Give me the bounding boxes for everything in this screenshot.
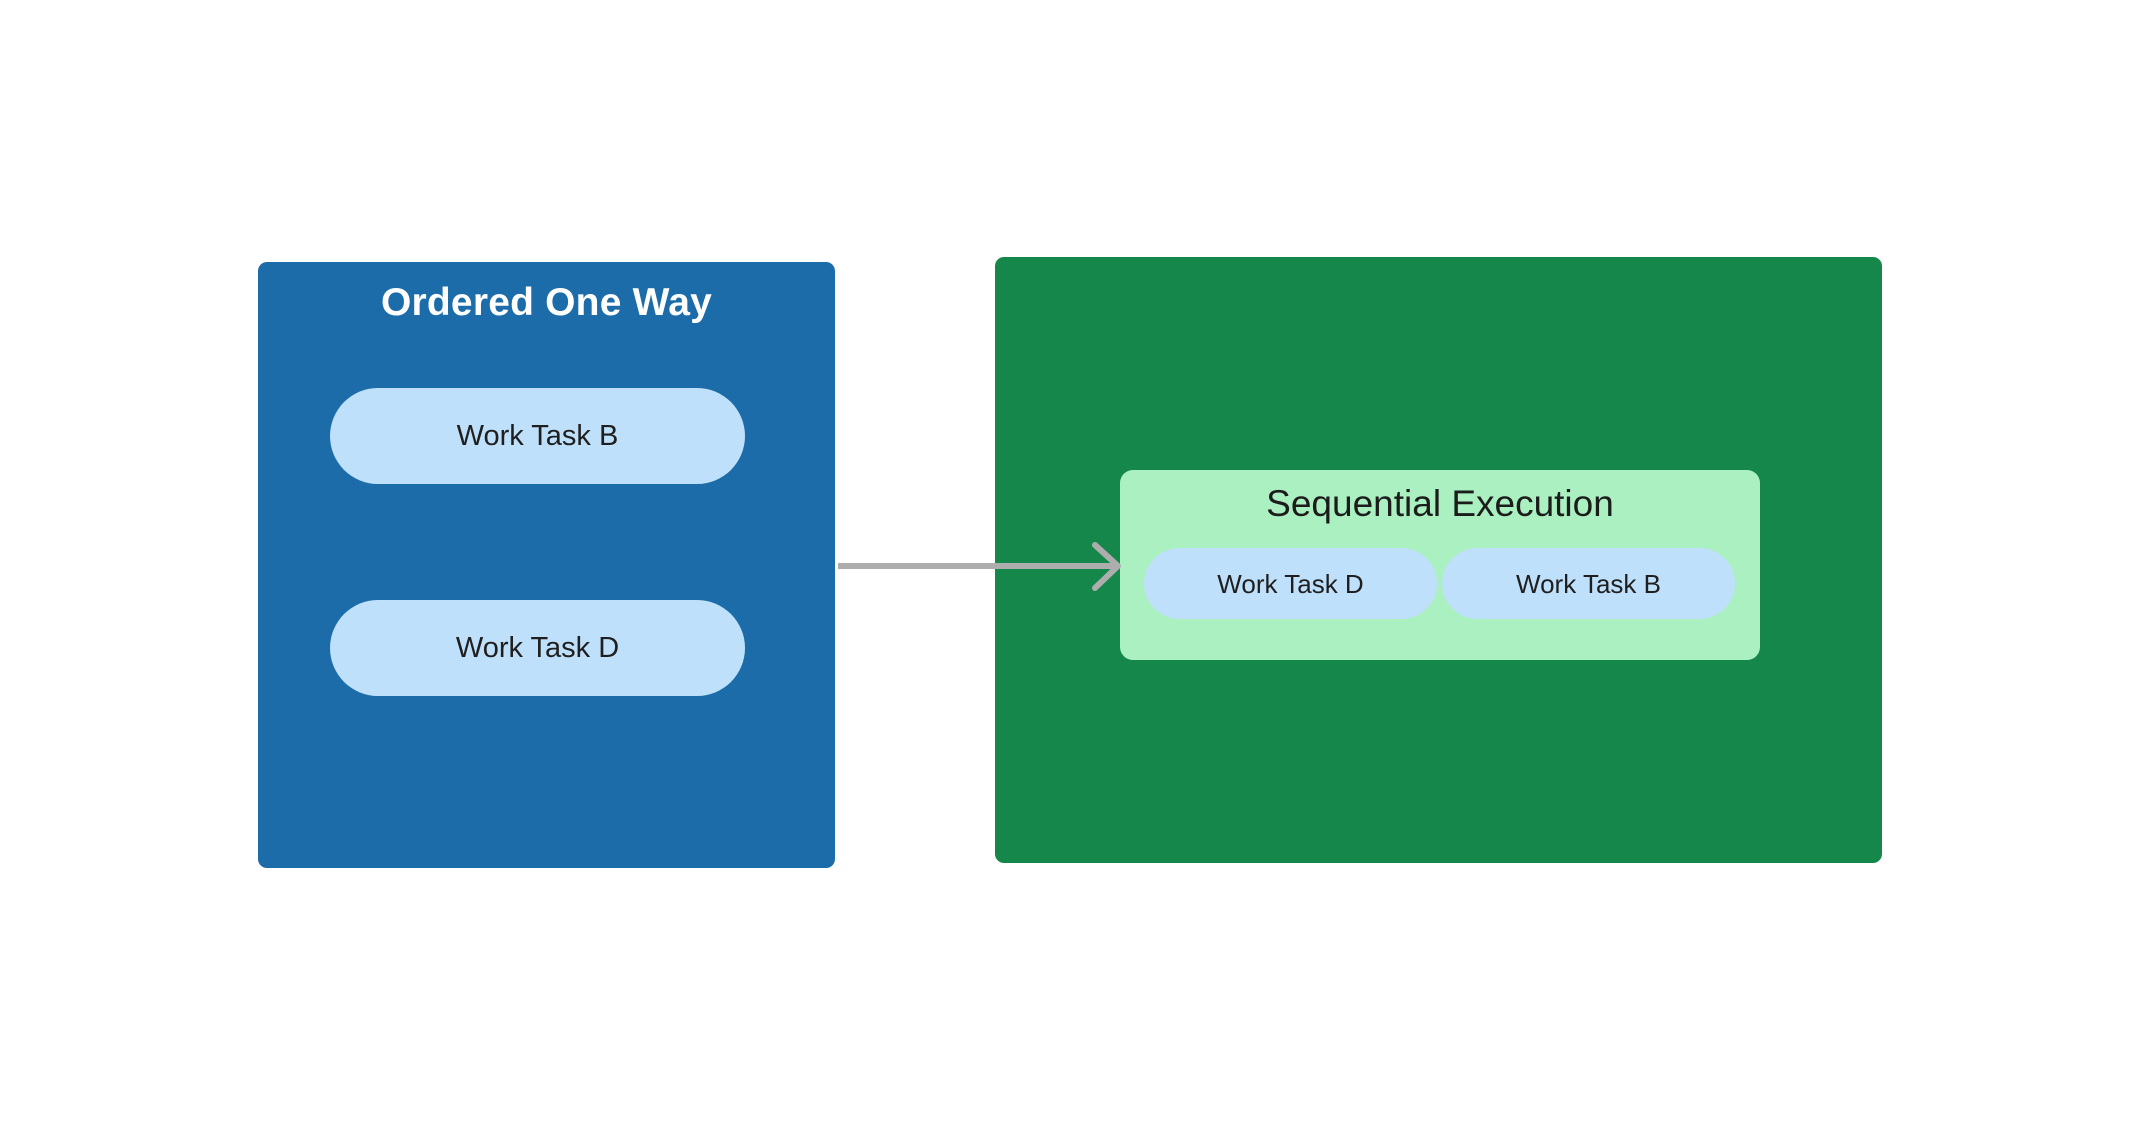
task-label: Work Task D [455, 631, 620, 664]
subgroup-sequential-execution[interactable]: Sequential Execution Work Task D Work Ta… [1120, 470, 1760, 660]
group-ordered-one-way[interactable]: Ordered One Way Work Task B Work Task D [258, 262, 835, 868]
group-target-container[interactable]: Sequential Execution Work Task D Work Ta… [995, 257, 1882, 863]
task-node-work-task-d[interactable]: Work Task D [330, 600, 745, 696]
task-label: Work Task B [1516, 568, 1661, 599]
task-node-work-task-b[interactable]: Work Task B [1442, 548, 1735, 619]
task-node-work-task-d[interactable]: Work Task D [1144, 548, 1437, 619]
subgroup-task-row: Work Task D Work Task B [1144, 548, 1735, 619]
task-label: Work Task D [1217, 568, 1364, 599]
task-label: Work Task B [456, 419, 619, 452]
group-title-ordered-one-way: Ordered One Way [381, 281, 712, 324]
subgroup-title-sequential-execution: Sequential Execution [1266, 483, 1614, 524]
task-node-work-task-b[interactable]: Work Task B [330, 388, 745, 484]
